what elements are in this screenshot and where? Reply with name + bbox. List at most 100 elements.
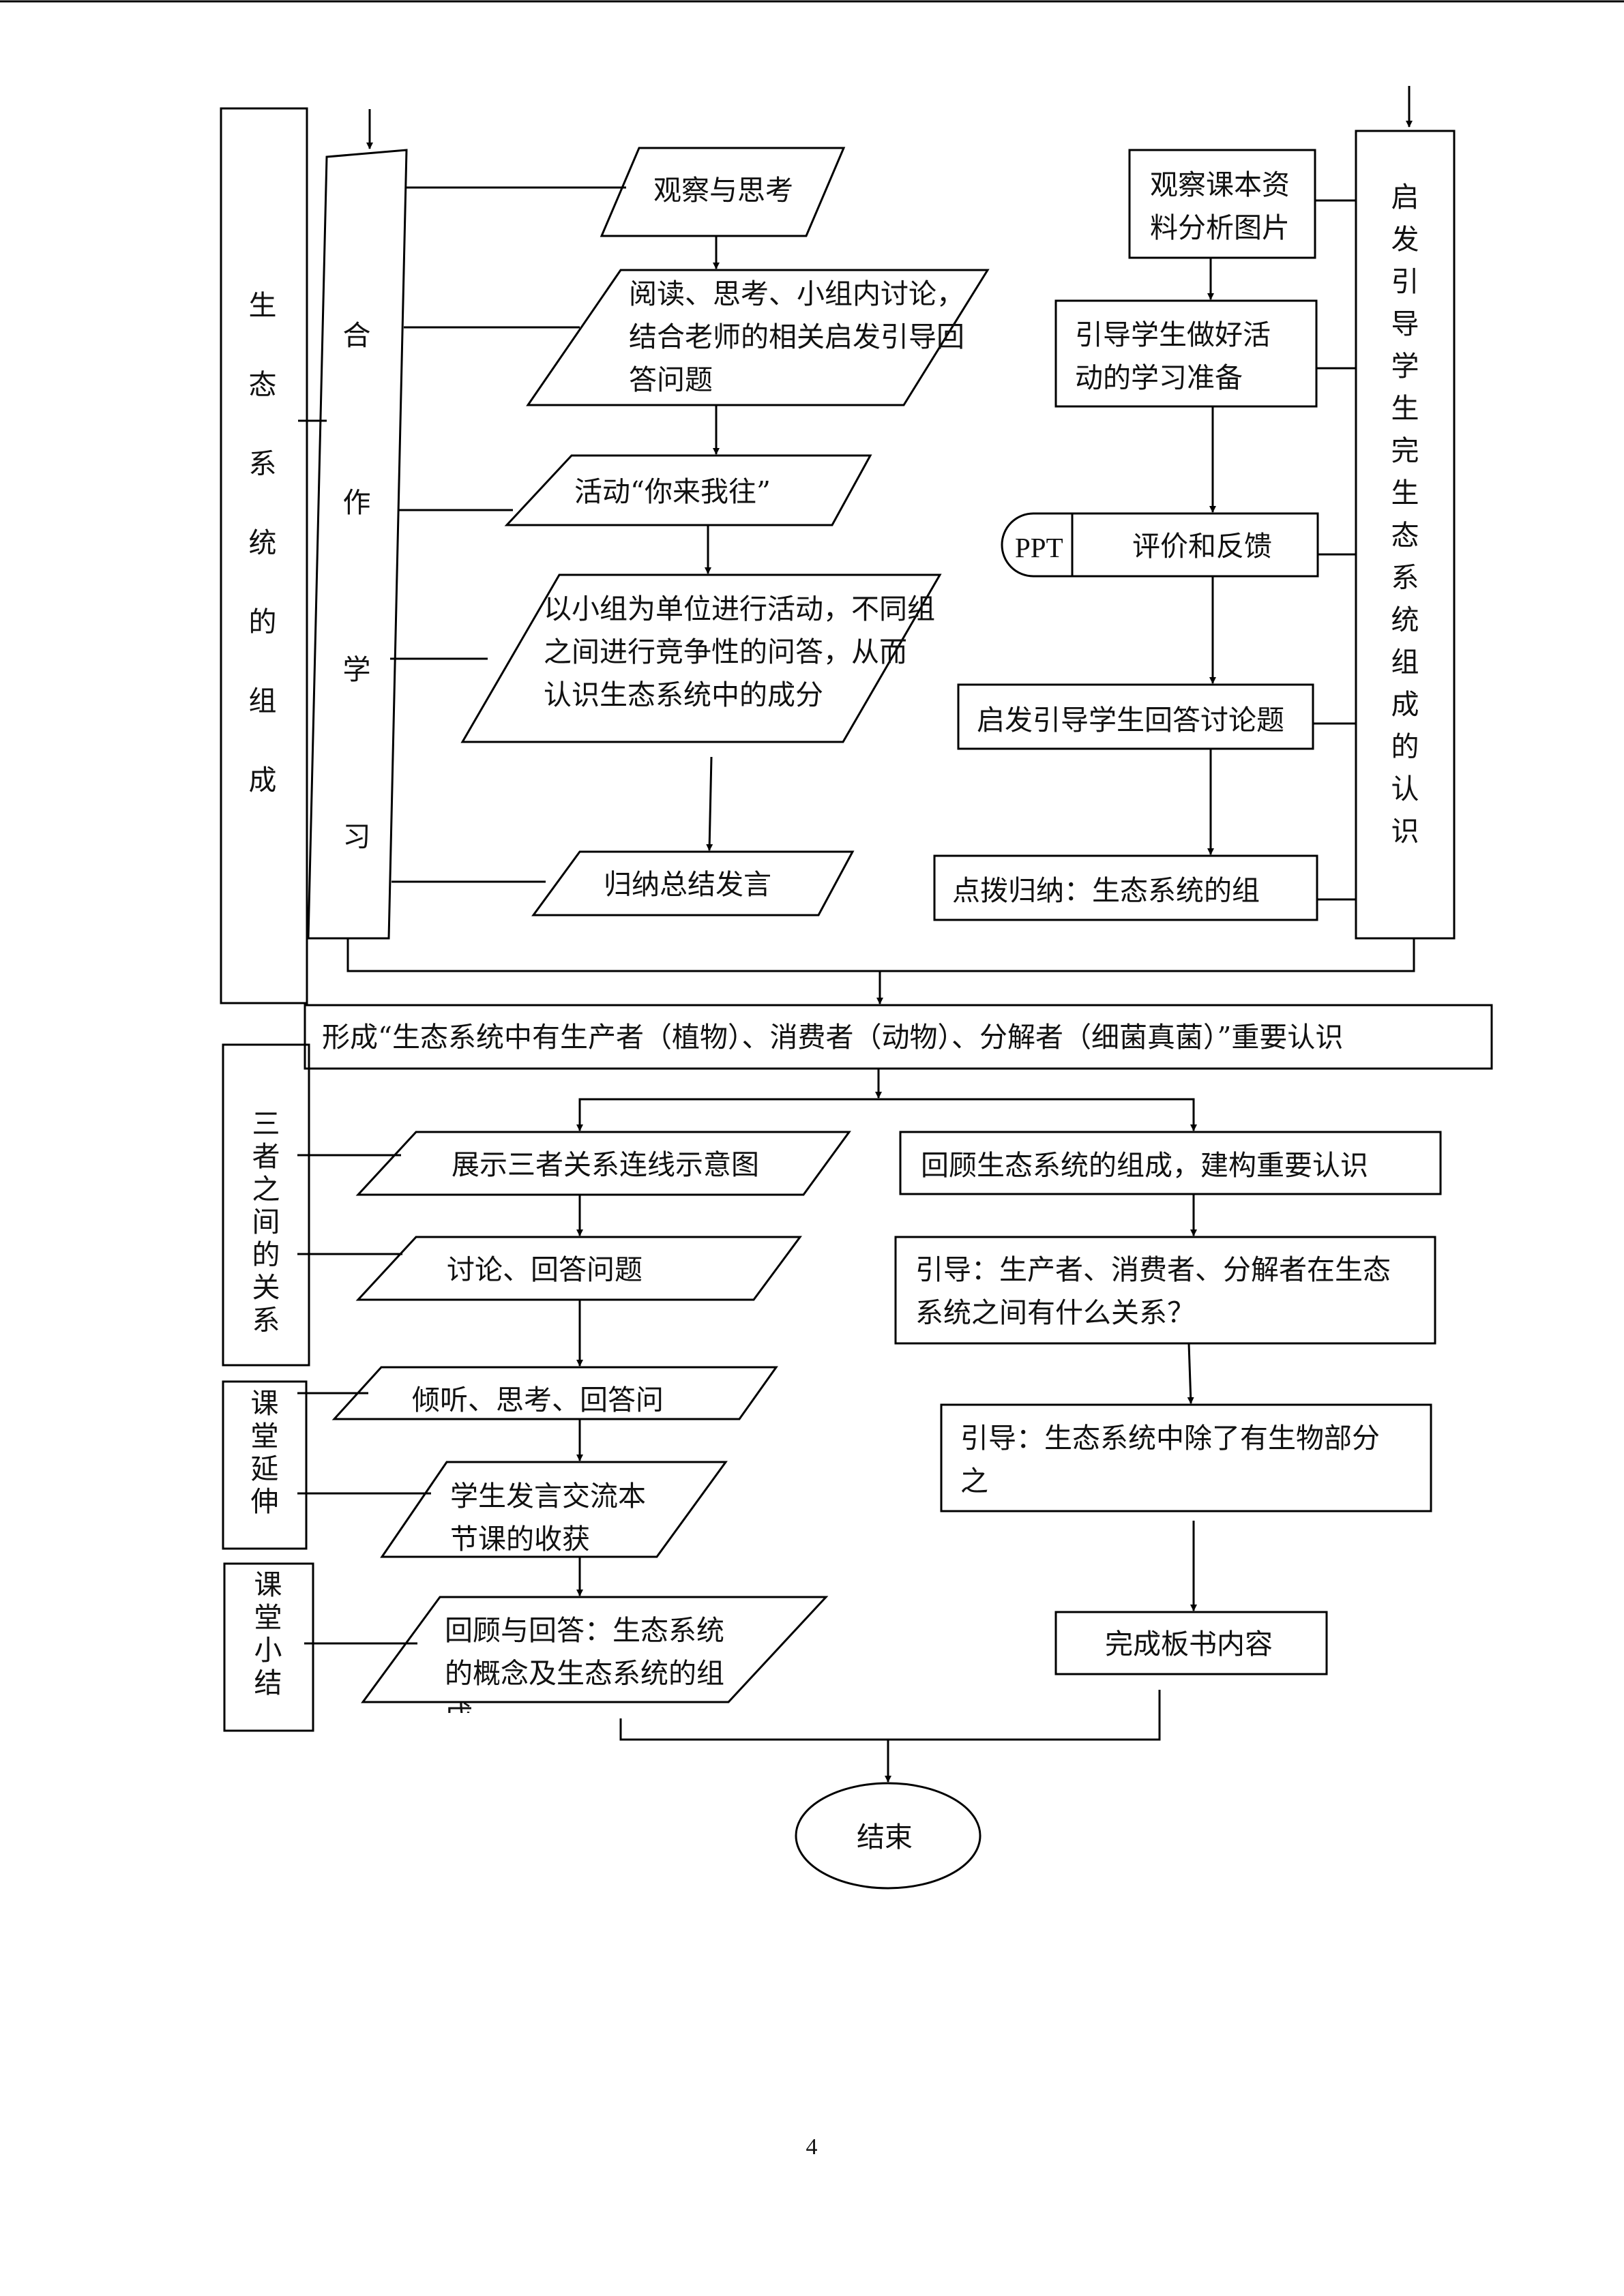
vertical-char: 的 [248,606,277,638]
vertical-char: 生 [1391,477,1419,509]
vertical-char: 生 [248,289,277,322]
class-summary-box [223,1562,314,1732]
vertical-char: 者 [252,1140,280,1173]
group-activity-text-1: 以小组为单位进行活动，不同组 [544,593,935,625]
board-content-text: 完成板书内容 [1105,1628,1273,1660]
class-extension-box [222,1380,308,1550]
activity-text: 活动“你来我往” [574,475,771,508]
observe-materials-text-2: 料分析图片 [1150,211,1290,244]
guide-relation-box [894,1236,1436,1345]
vertical-char: 合 [342,319,371,352]
vertical-char: 结 [254,1667,282,1699]
observe-think-text: 观察与思考 [653,174,793,207]
end-oval [795,1782,981,1890]
guide-nonliving-box [940,1403,1432,1512]
vertical-char: 堂 [254,1601,282,1634]
vertical-char: 三 [252,1107,280,1140]
end-text: 结束 [857,1821,913,1853]
vertical-char: 系 [248,447,277,480]
guide-relation-text-1: 引导：生产者、消费者、分解者在生态 [915,1253,1391,1286]
review-text-1: 回顾与回答：生态系统 [445,1614,724,1647]
point-summary-text: 点拨归纳：生态系统的组 [952,874,1260,907]
vertical-char: 认 [1391,773,1419,805]
share-text-1: 学生发言交流本 [450,1480,646,1512]
guide-nonliving-text-2: 之 [960,1465,988,1497]
review-build-text: 回顾生态系统的组成，建构重要认识 [921,1149,1368,1182]
share-shape [380,1461,728,1558]
vertical-char: 延 [250,1452,279,1485]
vertical-char: 系 [1391,561,1419,594]
guide-prepare-text-1: 引导学生做好活 [1075,318,1271,351]
observe-materials-box [1128,149,1316,259]
read-discuss-text-2: 结合老师的相关启发引导回 [629,320,964,353]
ecosystem-composition-label: 生态系统的组成 [232,266,293,820]
vertical-char: 堂 [250,1420,279,1452]
three-relationship-label: 三者之间的关系 [235,1107,297,1337]
observe-think-shape [600,147,846,237]
vertical-char: 作 [342,486,371,519]
guide-prepare-text-2: 动的学习准备 [1075,361,1243,394]
guide-nonliving-text-1: 引导：生态系统中除了有生物部分 [960,1422,1380,1455]
listen-think-text: 倾听、思考、回答问 [412,1384,664,1416]
vertical-char: 态 [248,368,277,401]
discuss-answer-shape [355,1236,802,1301]
evaluate-feedback-box [1001,512,1319,578]
review-text-2: 的概念及生态系统的组 [445,1657,724,1690]
vertical-char: 组 [1391,646,1419,679]
class-summary-label: 课堂小结 [237,1568,299,1699]
guide-relation-text-2: 系统之间有什么关系？ [915,1296,1195,1329]
show-diagram-shape [355,1131,851,1196]
vertical-char: 课 [250,1387,279,1420]
vertical-char: 系 [252,1304,280,1337]
vertical-char: 间 [252,1206,280,1238]
vertical-char: 关 [252,1271,280,1304]
vertical-char: 学 [1391,350,1419,383]
vertical-char: 学 [342,653,371,686]
vertical-char: 的 [1391,730,1419,763]
observe-materials-text-1: 观察课本资 [1150,168,1290,201]
vertical-char: 启 [1391,181,1419,213]
read-discuss-text-1: 阅读、思考、小组内讨论， [629,278,964,310]
cooperative-learning-box [307,149,408,940]
vertical-char: 统 [248,526,277,559]
point-summary-box [933,854,1318,921]
group-activity-shape [460,573,942,743]
vertical-char: 组 [248,685,277,717]
vertical-char: 之 [252,1173,280,1206]
vertical-char: 课 [254,1568,282,1601]
vertical-char: 统 [1391,603,1419,636]
teacher-guidance-box [1355,130,1456,940]
group-activity-text-3: 认识生态系统中的成分 [544,679,823,711]
class-extension-label: 课堂延伸 [234,1387,295,1518]
activity-shape [504,454,872,526]
vertical-char: 发 [1391,223,1419,256]
review-text-3: 成 [445,1695,473,1713]
group-activity-text-2: 之间进行竞争性的问答，从而 [544,636,907,668]
vertical-char: 引 [1391,265,1419,298]
cooperative-learning-label: 合作学习 [326,252,387,921]
vertical-char: 完 [1391,434,1419,467]
guide-answer-box [957,683,1314,750]
vertical-char: 成 [1391,688,1419,721]
show-diagram-text: 展示三者关系连线示意图 [452,1148,759,1181]
discuss-answer-text: 讨论、回答问题 [447,1253,643,1286]
vertical-char: 识 [1391,815,1419,848]
teacher-guidance-label: 启发引导学生完生态系统组成的认识 [1374,176,1436,852]
vertical-char: 伸 [250,1485,279,1518]
guide-answer-text: 启发引导学生回答讨论题 [977,704,1284,736]
vertical-char: 态 [1391,519,1419,552]
ecosystem-composition-box [220,107,308,1004]
vertical-char: 习 [342,820,371,853]
summarize-speak-text: 归纳总结发言 [604,868,771,901]
vertical-char: 导 [1391,308,1419,340]
page-number: 4 [806,2134,818,2160]
ppt-text: PPT [1015,532,1063,563]
summarize-speak-shape [531,850,855,916]
review-shape [361,1596,829,1703]
vertical-char: 小 [254,1634,282,1667]
read-discuss-shape [526,269,990,406]
guide-prepare-box [1054,299,1318,408]
evaluate-feedback-text: 评价和反馈 [1132,530,1272,563]
review-build-box [899,1131,1442,1195]
